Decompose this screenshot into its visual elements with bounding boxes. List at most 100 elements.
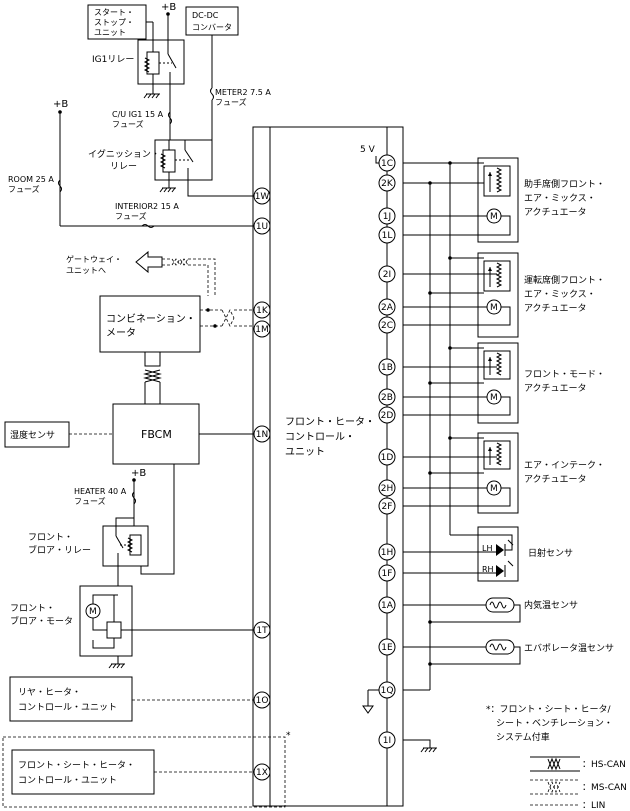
svg-text:アクチュエータ: アクチュエータ (524, 383, 587, 394)
svg-text:フューズ: フューズ (115, 211, 147, 221)
legend-hs-can: ：HS-CAN (530, 756, 626, 772)
svg-text:2C: 2C (381, 321, 393, 331)
svg-text:1N: 1N (256, 430, 268, 440)
svg-text:エア・ミックス・: エア・ミックス・ (524, 193, 596, 204)
interior2-fuse-label: INTERIOR2 15 A (115, 202, 179, 211)
pin-1F: 1F (378, 564, 396, 582)
room-fuse-label: ROOM 25 A (8, 175, 54, 184)
svg-text:コンビネーション・: コンビネーション・ (106, 313, 196, 325)
svg-text:：MS-CAN: ：MS-CAN (582, 783, 627, 793)
blower-relay (102, 525, 149, 567)
pin-2K: 2K (378, 174, 396, 192)
start-stop-unit: スタート・ ストップ・ ユニット (87, 4, 147, 40)
svg-text:ブロア・モータ: ブロア・モータ (10, 615, 73, 627)
svg-text:2D: 2D (381, 411, 394, 421)
pin-1B: 1B (378, 358, 396, 376)
pin-1K: 1K (253, 301, 271, 319)
svg-text:：LIN: ：LIN (582, 801, 605, 811)
blower-motor-m-icon: M (89, 607, 97, 617)
pin-1H: 1H (378, 543, 396, 561)
pin-1U: 1U (253, 217, 271, 235)
ig1-relay-label: IG1リレー (92, 55, 134, 65)
svg-text:コントロール・ユニット: コントロール・ユニット (18, 776, 117, 786)
gateway-arrow (135, 250, 163, 274)
front-heater-control-unit: フロント・ヒータ・ コントロール・ ユニット 5 V (252, 126, 404, 807)
solar-sensor-label: 日射センサ (528, 547, 573, 559)
svg-text:2H: 2H (381, 484, 394, 494)
note-line-1: *：フロント・シート・ヒータ/ (486, 704, 612, 715)
svg-text:RH: RH (482, 565, 494, 574)
svg-text:1B: 1B (381, 363, 393, 373)
svg-text:フューズ: フューズ (215, 97, 247, 107)
svg-text:フロント・シート・ヒータ・: フロント・シート・ヒータ・ (18, 760, 135, 771)
blower-relay-label-1: フロント・ (28, 533, 73, 543)
svg-text:2I: 2I (383, 270, 391, 280)
svg-text:1C: 1C (381, 159, 393, 169)
svg-text:DC-DC: DC-DC (192, 11, 219, 20)
pin-1C: 1C (378, 154, 396, 172)
svg-text:湿度センサ: 湿度センサ (10, 429, 55, 441)
blower-motor: M (79, 585, 133, 657)
svg-text:2K: 2K (381, 179, 394, 189)
pin-1N: 1N (253, 425, 271, 443)
svg-text:アクチュエータ: アクチュエータ (524, 474, 587, 485)
b-plus-room: +B (53, 99, 68, 110)
ignition-relay (154, 139, 213, 181)
evaporator-temp-sensor (485, 639, 515, 655)
mode-actuator-label-1: フロント・モード・ (524, 370, 605, 380)
pin-1I: 1I (378, 731, 396, 749)
pin-2C: 2C (378, 316, 396, 334)
svg-text:M: M (490, 393, 498, 403)
svg-text:1W: 1W (255, 192, 270, 202)
svg-text:1T: 1T (256, 626, 268, 636)
blower-motor-label-1: フロント・ (10, 604, 55, 614)
main-unit-label-1: フロント・ヒータ・ (285, 416, 375, 428)
cabin-temp-label: 内気温センサ (524, 599, 578, 611)
solar-sensor: LH RH (450, 526, 519, 582)
svg-text:エア・ミックス・: エア・ミックス・ (524, 289, 596, 300)
svg-text:メータ: メータ (106, 327, 136, 339)
svg-text:1D: 1D (381, 453, 394, 463)
svg-text:M: M (490, 303, 498, 313)
svg-text:1H: 1H (381, 548, 394, 558)
main-unit-label-2: コントロール・ (285, 432, 355, 443)
ms-can-twist-gateway (162, 258, 216, 296)
pin-1Q: 1Q (378, 681, 396, 699)
pin-1E: 1E (378, 638, 396, 656)
svg-text:フューズ: フューズ (112, 119, 144, 129)
humidity-sensor: 湿度センサ (4, 421, 70, 448)
pin-2F: 2F (378, 497, 396, 515)
pin-1L: 1L (378, 226, 396, 244)
svg-text:1J: 1J (383, 212, 391, 222)
svg-text:2B: 2B (381, 393, 393, 403)
svg-text:ユニット: ユニット (94, 28, 126, 37)
pin-1A: 1A (378, 596, 396, 614)
passenger-mix-label-1: 助手席側フロント・ (524, 178, 605, 190)
svg-text:1F: 1F (382, 569, 393, 579)
svg-text:アクチュエータ: アクチュエータ (524, 303, 587, 314)
five-volt-label: 5 V (360, 145, 376, 155)
pin-1W: 1W (253, 187, 271, 205)
dcdc-converter: DC-DC コンバータ (185, 6, 239, 36)
b-plus-top: +B (161, 2, 176, 13)
svg-text:コンバータ: コンバータ (192, 23, 232, 32)
svg-text:ブロア・リレー: ブロア・リレー (28, 544, 91, 556)
heater-fuse-label: HEATER 40 A (74, 487, 127, 496)
pin-1D: 1D (378, 448, 396, 466)
svg-text:1U: 1U (256, 222, 268, 232)
main-unit-label-3: ユニット (285, 447, 325, 458)
legend-ms-can: ：MS-CAN (530, 779, 627, 795)
intake-actuator-label-1: エア・インテーク・ (524, 460, 605, 471)
hs-can-twist (143, 351, 162, 404)
fbcm: FBCM (112, 403, 200, 465)
seat-heater-optional-frame (2, 736, 286, 808)
svg-text:1X: 1X (256, 768, 268, 778)
svg-text:1E: 1E (381, 643, 393, 653)
passenger-mix-actuator: M (477, 157, 519, 243)
cu-ig1-fuse-label: C/U IG1 15 A (112, 110, 164, 119)
svg-text:1K: 1K (256, 306, 269, 316)
note-line-3: システム付車 (496, 731, 550, 743)
meter2-fuse-label: METER2 7.5 A (215, 88, 271, 97)
gateway-label: ゲートウェイ・ (66, 254, 122, 264)
svg-text:リレー: リレー (110, 162, 137, 172)
